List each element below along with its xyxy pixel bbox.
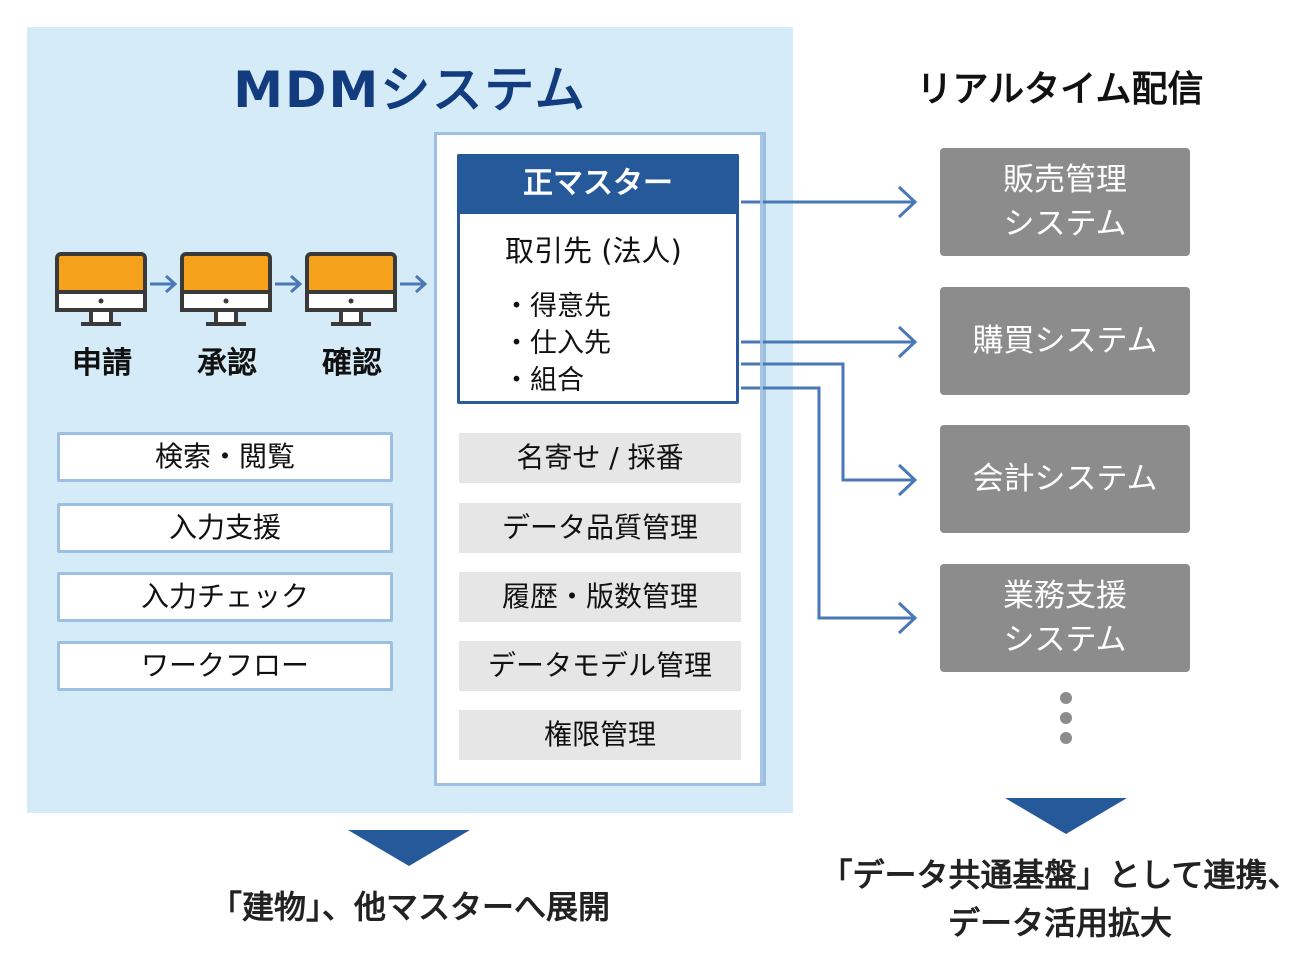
footer-left: 「建物」、他マスターへ展開 bbox=[209, 888, 610, 926]
vertical-ellipsis-icon bbox=[1060, 732, 1072, 744]
connector-sales bbox=[741, 185, 918, 219]
function-workflow[interactable]: ワークフロー bbox=[57, 641, 393, 691]
system-business-support[interactable]: 業務支援 システム bbox=[940, 564, 1190, 672]
arrow-right-icon bbox=[275, 274, 303, 294]
connector-purchase bbox=[741, 325, 918, 359]
master-header: 正マスター bbox=[457, 154, 739, 214]
monitor-icon bbox=[180, 252, 272, 326]
function-name-matching[interactable]: 名寄せ / 採番 bbox=[459, 433, 741, 483]
monitor-icon bbox=[305, 252, 397, 326]
step-label-confirm: 確認 bbox=[322, 346, 382, 381]
system-sales[interactable]: 販売管理 システム bbox=[940, 148, 1190, 256]
system-accounting[interactable]: 会計システム bbox=[940, 425, 1190, 533]
triangle-down-icon bbox=[348, 830, 470, 866]
function-history-version[interactable]: 履歴・版数管理 bbox=[459, 572, 741, 622]
connector-accounting bbox=[741, 362, 918, 497]
master-item: ・仕入先 bbox=[503, 328, 611, 359]
step-label-apply: 申請 bbox=[72, 346, 132, 381]
monitor-icon bbox=[55, 252, 147, 326]
system-purchase[interactable]: 購買システム bbox=[940, 287, 1190, 395]
function-permissions[interactable]: 権限管理 bbox=[459, 710, 741, 760]
footer-right-line2: データ活用拡大 bbox=[947, 904, 1172, 942]
mdm-title: MDMシステム bbox=[233, 61, 587, 119]
master-subtitle: 取引先 (法人) bbox=[505, 234, 682, 268]
realtime-title: リアルタイム配信 bbox=[916, 69, 1204, 110]
container-border bbox=[760, 132, 763, 783]
step-label-approve: 承認 bbox=[197, 346, 257, 381]
vertical-ellipsis-icon bbox=[1060, 712, 1072, 724]
arrow-right-icon bbox=[150, 274, 178, 294]
footer-right-line1: 「データ共通基盤」として連携、 bbox=[820, 856, 1300, 894]
function-data-model[interactable]: データモデル管理 bbox=[459, 641, 741, 691]
master-item: ・組合 bbox=[503, 365, 584, 396]
master-item: ・得意先 bbox=[503, 291, 611, 322]
vertical-ellipsis-icon bbox=[1060, 692, 1072, 704]
function-input-check[interactable]: 入力チェック bbox=[57, 572, 393, 622]
function-search-browse[interactable]: 検索・閲覧 bbox=[57, 432, 393, 482]
arrow-right-icon bbox=[400, 274, 428, 294]
function-input-support[interactable]: 入力支援 bbox=[57, 503, 393, 553]
triangle-down-icon bbox=[1005, 798, 1127, 834]
function-data-quality[interactable]: データ品質管理 bbox=[459, 503, 741, 553]
connector-business bbox=[741, 386, 918, 635]
